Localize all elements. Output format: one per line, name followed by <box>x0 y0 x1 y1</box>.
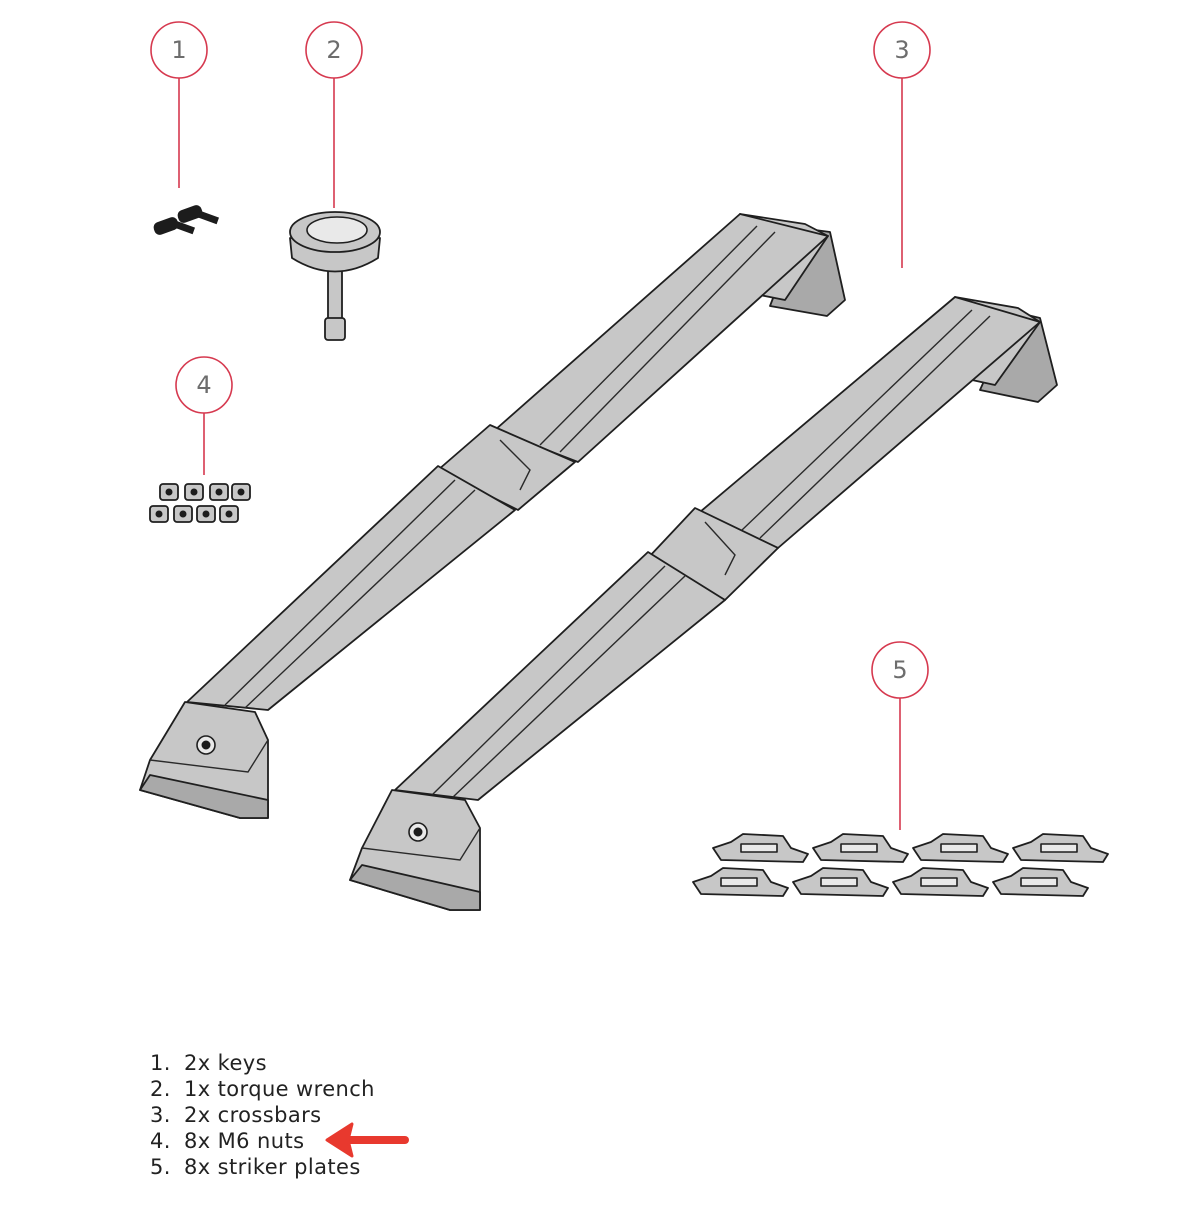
m6-nuts-icon <box>149 483 251 523</box>
item-number: 3. <box>150 1103 171 1127</box>
callout-label: 2 <box>326 36 341 64</box>
parts-list-item: 1. 2x keys <box>150 1050 375 1076</box>
crossbar-right <box>349 296 1058 911</box>
callout-4: 4 <box>175 356 233 475</box>
callout-3: 3 <box>873 21 931 268</box>
callout-5: 5 <box>871 641 929 830</box>
item-text: 8x striker plates <box>184 1155 361 1179</box>
callout-label: 4 <box>196 371 211 399</box>
keys-icon <box>153 205 220 235</box>
torque-wrench-icon <box>289 211 381 341</box>
parts-list-item: 5. 8x striker plates <box>150 1154 375 1180</box>
item-number: 1. <box>150 1051 171 1075</box>
item-number: 5. <box>150 1155 171 1179</box>
callout-1: 1 <box>150 21 208 188</box>
callout-label: 3 <box>894 36 909 64</box>
parts-list-item: 4. 8x M6 nuts <box>150 1128 375 1154</box>
item-text: 2x crossbars <box>184 1103 322 1127</box>
callout-2: 2 <box>305 21 363 208</box>
item-text: 8x M6 nuts <box>184 1129 305 1153</box>
crossbar-left <box>139 213 846 819</box>
striker-plates-icon <box>692 833 1109 897</box>
parts-list-item: 3. 2x crossbars <box>150 1102 375 1128</box>
callout-label: 1 <box>171 36 186 64</box>
callout-label: 5 <box>892 656 907 684</box>
item-text: 1x torque wrench <box>184 1077 375 1101</box>
arrow-left-icon <box>325 1122 409 1158</box>
parts-list: 1. 2x keys 2. 1x torque wrench 3. 2x crossb… <box>150 1050 375 1180</box>
parts-list-item: 2. 1x torque wrench <box>150 1076 375 1102</box>
item-number: 2. <box>150 1077 171 1101</box>
item-number: 4. <box>150 1129 171 1153</box>
item-text: 2x keys <box>184 1051 267 1075</box>
